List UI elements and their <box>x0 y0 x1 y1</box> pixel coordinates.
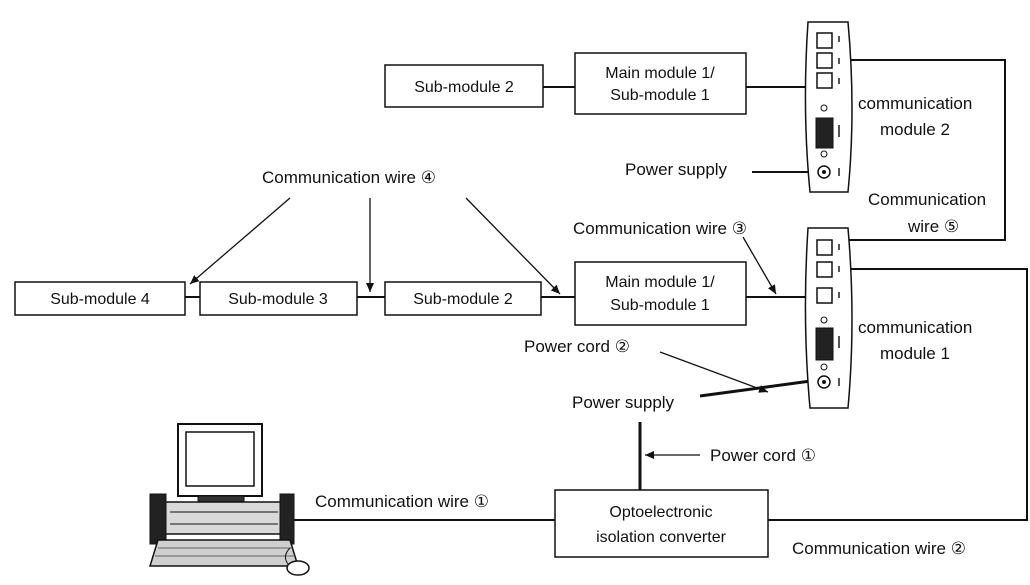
converter-line2: isolation converter <box>596 529 727 546</box>
top-sub-module-2-label: Sub-module 2 <box>414 79 514 96</box>
led-icon <box>820 150 828 158</box>
arrow-power-cord-2 <box>659 351 769 393</box>
communication-wire-5-label-line2: wire ⑤ <box>907 217 959 236</box>
communication-wire-1-label: Communication wire ① <box>315 492 489 511</box>
arrow-wire3 <box>742 236 777 295</box>
computer-icon <box>148 423 310 576</box>
power-cord-1-label: Power cord ① <box>710 446 816 465</box>
arrow-wire4-to-sub4-sub3 <box>189 197 291 285</box>
arrow-wire4-to-sub2-main <box>465 197 561 295</box>
communication-module-2-device <box>804 21 853 193</box>
power-supply-top-label: Power supply <box>625 160 728 179</box>
mid-main-module-line1: Main module 1/ <box>605 274 715 291</box>
port-icon <box>816 261 833 278</box>
led-icon <box>820 363 828 371</box>
led-icon <box>820 104 828 112</box>
communication-wire-3-label: Communication wire ③ <box>573 219 747 238</box>
port-icon <box>816 72 833 89</box>
serial-port-icon <box>815 117 834 149</box>
mid-sub-module-2-label: Sub-module 2 <box>413 291 513 308</box>
power-supply-mid-label: Power supply <box>572 393 675 412</box>
port-icon <box>816 287 833 304</box>
communication-wire-4-label: Communication wire ④ <box>262 168 436 187</box>
mid-sub-module-3: Sub-module 3 <box>199 281 358 316</box>
converter-line1: Optoelectronic <box>609 504 712 521</box>
mid-sub-module-3-label: Sub-module 3 <box>228 291 328 308</box>
communication-module-2-label-line2: module 2 <box>880 120 950 139</box>
top-main-module-line1: Main module 1/ <box>605 65 715 82</box>
wires <box>185 59 1028 521</box>
mid-sub-module-2: Sub-module 2 <box>384 281 542 316</box>
communication-wire-2-line <box>768 268 1028 521</box>
communication-wire-5-line <box>834 59 1006 241</box>
mid-main-module-line2: Sub-module 1 <box>610 297 710 314</box>
led-icon <box>820 316 828 324</box>
communication-module-2-label-line1: communication <box>858 94 972 113</box>
mid-sub-module-4: Sub-module 4 <box>14 281 186 316</box>
mid-main-module: Main module 1/ Sub-module 1 <box>574 261 747 326</box>
pointer-arrows <box>189 197 777 459</box>
communication-module-1-label-line1: communication <box>858 318 972 337</box>
communication-wire-2-label: Communication wire ② <box>792 539 966 558</box>
port-icon <box>816 32 833 49</box>
top-sub-module-2: Sub-module 2 <box>384 64 544 108</box>
mid-sub-module-4-label: Sub-module 4 <box>50 291 150 308</box>
communication-module-1-label-line2: module 1 <box>880 344 950 363</box>
port-icon <box>816 239 833 256</box>
serial-port-icon <box>815 327 834 361</box>
top-main-module-line2: Sub-module 1 <box>610 87 710 104</box>
port-icon <box>816 52 833 69</box>
optoelectronic-isolation-converter: Optoelectronic isolation converter <box>554 489 769 558</box>
communication-module-1-device <box>804 227 853 409</box>
communication-wire-5-label-line1: Communication <box>868 190 986 209</box>
top-main-module: Main module 1/ Sub-module 1 <box>574 52 747 115</box>
power-cord-2-label: Power cord ② <box>524 337 630 356</box>
